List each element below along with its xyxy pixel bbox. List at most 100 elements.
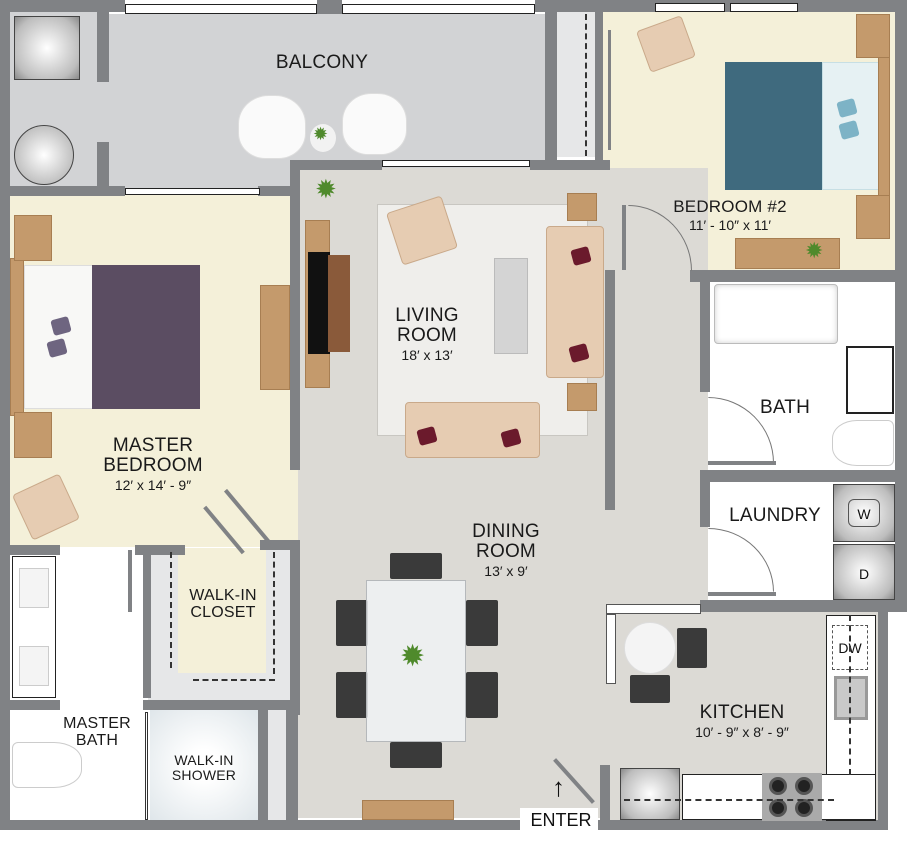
room-dimensions: 10′ - 9″ x 8′ - 9″: [695, 723, 789, 740]
room-label-living: LIVING ROOM 18′ x 13′: [377, 306, 477, 363]
wall-closet-top: [135, 545, 185, 555]
room-name: ROOM: [397, 324, 457, 346]
hall-floor: [612, 275, 708, 605]
balcony-side-table: [310, 124, 336, 152]
shower-side-strip: [268, 710, 286, 820]
room-label-walk-in-closet: WALK-IN CLOSET: [178, 587, 268, 622]
wall-top-right-balcony: [535, 0, 610, 12]
bedroom2-headboard: [878, 55, 890, 197]
room-name: WALK-IN: [189, 587, 257, 604]
balcony-floor: [108, 14, 548, 189]
window-balcony-left: [125, 4, 317, 14]
walk-in-closet-center: [178, 548, 266, 673]
plant-icon: ✹: [313, 124, 329, 144]
wall-kitchen-right: [878, 605, 888, 830]
wall-master-top: [0, 186, 125, 196]
room-dimensions: 12′ x 14′ - 9″: [114, 476, 192, 493]
room-name: BALCONY: [275, 52, 369, 73]
upper-cabinet-line: [849, 615, 851, 775]
stove-burner-icon: [795, 799, 813, 817]
room-name: ROOM: [476, 540, 536, 562]
dryer-label: D: [858, 566, 870, 582]
wall-master-bottom: [0, 545, 60, 555]
wall-shower-right: [258, 710, 268, 822]
vanity-sink: [19, 646, 49, 686]
bedroom2-door-leaf: [622, 205, 626, 270]
room-name: BEDROOM: [103, 454, 203, 476]
water-heater-icon: [14, 16, 80, 80]
dining-sideboard: [362, 800, 454, 820]
room-name: LIVING: [395, 305, 459, 326]
master-bath-door-leaf[interactable]: [128, 550, 132, 612]
wall-balcony-bed2: [545, 12, 557, 162]
balcony-chair-left: [238, 95, 306, 159]
refrigerator: [620, 768, 680, 820]
plant-icon: ✹: [315, 174, 337, 204]
vanity-sink: [19, 568, 49, 608]
closet-shelf-line: [170, 552, 172, 668]
window-bedroom2-right: [730, 3, 798, 12]
wall-bed2-left: [595, 12, 603, 167]
wall-closet-top-right: [260, 540, 300, 550]
room-label-master-bedroom: MASTER BEDROOM 12′ x 14′ - 9″: [88, 436, 218, 493]
closet-shelf-line: [193, 679, 275, 681]
dining-chair: [390, 553, 442, 579]
stove-burner-icon: [769, 777, 787, 795]
sliding-door-living[interactable]: [382, 160, 530, 167]
window-balcony-right: [342, 4, 535, 14]
room-name: LAUNDRY: [729, 505, 821, 526]
wall-closet-right: [290, 540, 300, 715]
dining-chair: [336, 672, 368, 718]
wall-outer-bottom-left: [0, 820, 520, 830]
coffee-table: [494, 258, 528, 354]
balcony-chair-right: [342, 93, 407, 155]
room-label-kitchen: KITCHEN 10′ - 9″ x 8′ - 9″: [680, 703, 804, 740]
bedroom2-nightstand-bottom: [856, 195, 890, 239]
entry-label-bg: [520, 808, 598, 844]
wall-master-bath-mid: [0, 700, 60, 710]
balcony-side-strip: [555, 12, 595, 157]
washer-appliance: [833, 484, 895, 542]
master-bed: [92, 265, 200, 409]
room-label-bedroom2: BEDROOM #2 11′ - 10″ x 11′: [650, 198, 810, 233]
bedroom2-closet-door[interactable]: [608, 30, 626, 150]
wall-closet-left: [143, 548, 151, 698]
kitchen-bar-counter: [606, 604, 701, 614]
dining-chair: [466, 672, 498, 718]
room-name: MASTER: [63, 715, 131, 732]
room-name: WALK-IN: [174, 752, 234, 768]
shower-glass: [145, 712, 148, 820]
dining-chair: [466, 600, 498, 646]
wall-laundry-bottom: [700, 600, 907, 612]
wall-outer-left: [0, 0, 10, 830]
wall-storage-balcony-lower: [97, 142, 109, 194]
closet-shelf-line: [273, 552, 275, 674]
room-name: CLOSET: [190, 603, 256, 621]
wall-storage-balcony: [97, 12, 109, 82]
room-label-laundry: LAUNDRY: [720, 506, 830, 526]
room-dimensions: 11′ - 10″ x 11′: [688, 216, 772, 233]
wall-bath-left: [700, 282, 710, 392]
wall-hall-to-dining: [286, 710, 298, 822]
wall-living-top-right: [530, 160, 610, 170]
entry-arrow-icon: ↑: [552, 772, 565, 802]
kitchen-bar-counter-side: [606, 614, 616, 684]
room-dimensions: 18′ x 13′: [401, 346, 453, 363]
upper-cabinet-line: [624, 799, 834, 801]
bedroom2-nightstand-top: [856, 14, 890, 58]
window-bedroom2-left: [655, 3, 725, 12]
stove-burner-icon: [795, 777, 813, 795]
room-name: SHOWER: [171, 766, 237, 783]
end-table: [567, 193, 597, 221]
hvac-unit-icon: [14, 125, 74, 185]
stove: [762, 773, 822, 821]
room-dimensions: 13′ x 9′: [484, 562, 528, 579]
dining-chair: [390, 742, 442, 768]
wall-top-mid: [317, 0, 342, 14]
sliding-door-master[interactable]: [125, 188, 260, 195]
master-dresser: [260, 285, 290, 390]
wall-hall-left: [605, 270, 615, 510]
entry-label[interactable]: ENTER: [530, 810, 592, 830]
room-name: DINING: [472, 521, 540, 542]
bath-toilet: [832, 420, 894, 466]
